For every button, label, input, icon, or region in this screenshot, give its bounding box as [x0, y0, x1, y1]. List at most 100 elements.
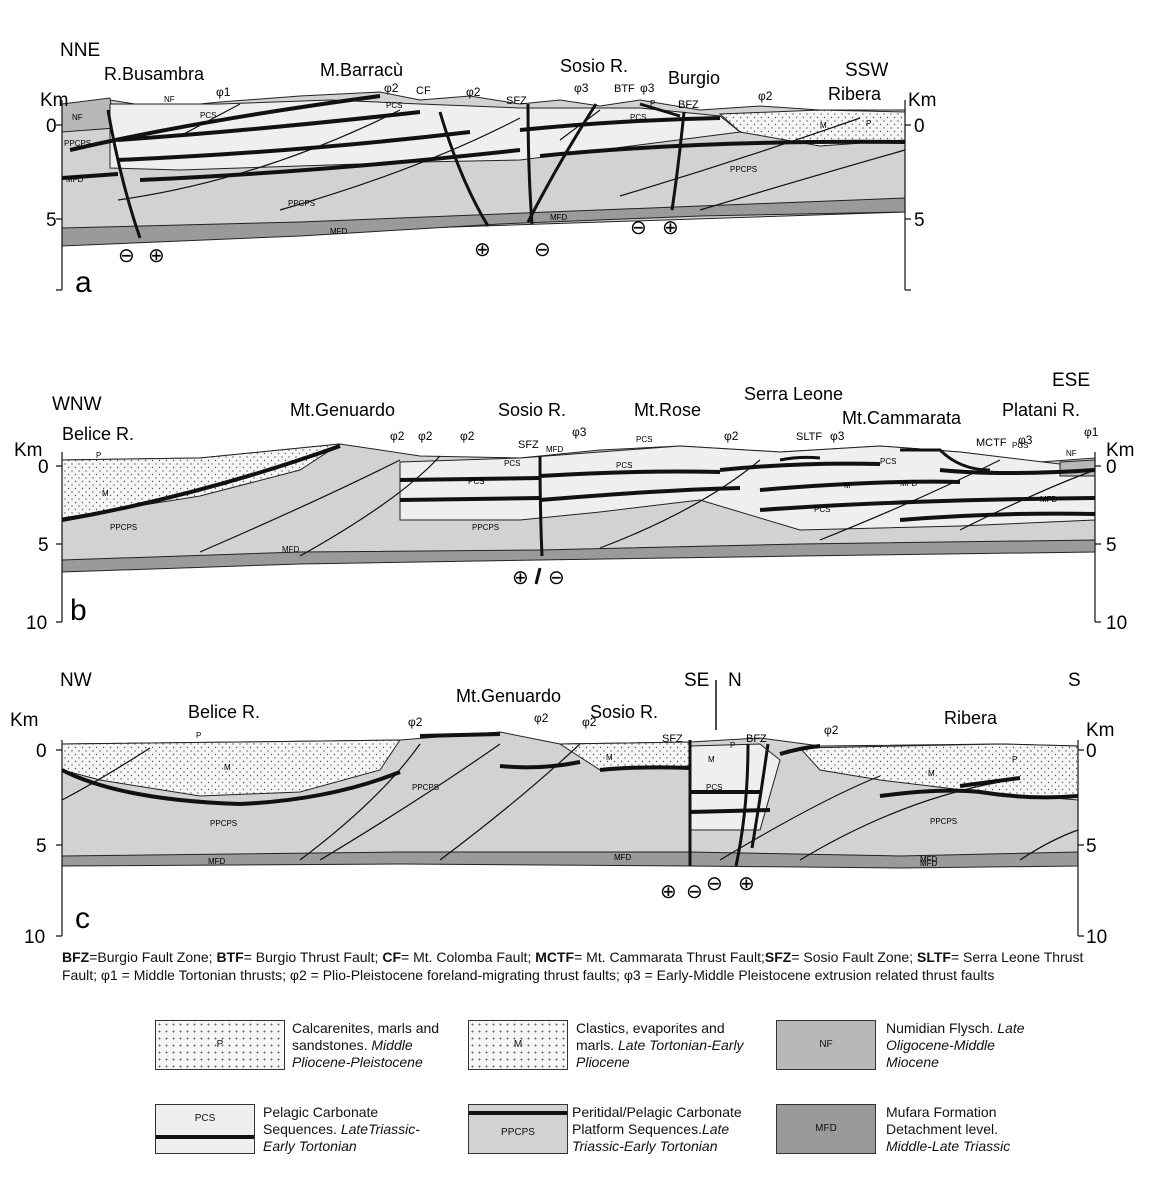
section-c-tick-10: 10: [24, 927, 45, 948]
section-a-unit-label: MFD: [66, 175, 84, 184]
section-b-unit-label: P: [96, 451, 101, 460]
section-b-right-scale: [1094, 452, 1101, 623]
section-c-unit-label: M: [224, 763, 231, 772]
legend-thick-band: [156, 1135, 254, 1139]
section-b-left-scale: [56, 452, 63, 623]
section-a-tick-5-right: 5: [914, 210, 925, 231]
section-c-thrust-label: φ2: [582, 715, 597, 729]
legend-text: Clastics, evaporites and marls.: [576, 1020, 725, 1053]
section-c-thrust-labels: φ2 φ2 φ2 φ2: [408, 711, 839, 737]
caption-definition: = Sosio Fault Zone;: [791, 949, 917, 965]
section-a-unit-left: Km: [40, 90, 69, 111]
section-a-unit-right: Km: [908, 90, 937, 111]
section-c-fault-label: BFZ: [746, 733, 767, 745]
section-a-unit-label: PPCPS: [730, 165, 757, 174]
legend-text: Pelagic Carbonate Sequences.: [263, 1104, 379, 1137]
section-a-fault-label: SFZ: [506, 95, 527, 107]
section-b-thrust-label: φ3: [1018, 433, 1033, 447]
section-a-fault-label: BTF: [614, 83, 635, 95]
section-c-unit-label: PPCPS: [930, 817, 957, 826]
section-c-unit-label: M: [708, 755, 715, 764]
section-b-right-direction: ESE: [1052, 370, 1090, 391]
legend-code: MFD: [815, 1123, 837, 1134]
section-c-unit-labels: P M PPCPS PPCPS MFD M M P PCS MFD MFD M …: [196, 731, 1017, 868]
section-a-unit-label: PPCPS: [64, 139, 91, 148]
section-c-unit-label: M: [606, 753, 613, 762]
section-c-right-direction: S: [1068, 670, 1081, 691]
section-b-fault-tick: [534, 567, 542, 585]
section-b-place: Mt.Genuardo: [290, 400, 395, 420]
section-b-thrust-label: φ3: [830, 429, 845, 443]
section-b-place: Platani R.: [1002, 400, 1080, 420]
legend-item-pcs: Pelagic Carbonate Sequences. LateTriassi…: [263, 1104, 443, 1155]
section-a-unit-label: PCS: [200, 111, 216, 120]
section-c-unit-label: MFD: [208, 857, 226, 866]
section-a-place: Ribera: [828, 84, 882, 104]
section-a-thrust-label: φ2: [384, 81, 399, 95]
section-a-motion-symbol: ⊕: [148, 245, 165, 267]
section-b-thrust-label: φ2: [390, 429, 405, 443]
legend-age: LateTriassic-Early Tortonian: [263, 1121, 420, 1154]
legend-code: PCS: [194, 1113, 216, 1124]
section-c-motion-symbol: ⊖: [686, 881, 703, 903]
legend-swatch-m: M: [468, 1020, 568, 1070]
section-b-unit-label: M: [102, 489, 109, 498]
section-a-unit-label: PCS: [386, 101, 402, 110]
section-c-left-direction: NW: [60, 670, 92, 691]
section-c-mid-right-direction: N: [728, 670, 742, 691]
section-a-thrust-label: φ3: [640, 81, 655, 95]
legend-swatch-ppcps: PPCPS: [468, 1104, 568, 1154]
section-b-left-direction: WNW: [52, 394, 102, 415]
section-c-place: Sosio R.: [590, 702, 658, 722]
section-b-letter: b: [70, 594, 87, 627]
caption-term: MCTF: [535, 949, 575, 965]
section-c-motion-symbol: ⊕: [738, 873, 755, 895]
section-b-unit-label: MFD: [546, 445, 564, 454]
section-b-motion-symbols: ⊕ ⊖: [512, 567, 565, 589]
section-a-motion-symbol: ⊕: [662, 217, 679, 239]
section-a-thrust-labels: φ1 φ2 φ2 φ3 φ3 φ2: [216, 81, 773, 103]
section-a-motion-symbol: ⊖: [118, 245, 135, 267]
section-a-motion-symbols: ⊖ ⊕ ⊕ ⊖ ⊖ ⊕: [118, 217, 679, 267]
section-a-motion-symbol: ⊖: [534, 239, 551, 261]
section-a-unit-label: PCS: [630, 113, 646, 122]
legend-age: Late Tortonian-Early Pliocene: [576, 1037, 744, 1070]
section-c-unit-label: MFD: [920, 855, 938, 864]
section-a-tick-0-right: 0: [914, 116, 925, 137]
section-c-place: Mt.Genuardo: [456, 686, 561, 706]
section-a-unit-label: MFD: [330, 227, 348, 236]
section-b-unit-label: PPCPS: [110, 523, 137, 532]
section-a-thrust-label: φ2: [466, 85, 481, 99]
section-c-unit-label: PCS: [706, 783, 722, 792]
section-b-tick-5-right: 5: [1106, 535, 1117, 556]
section-c-unit-right: Km: [1086, 720, 1115, 741]
section-a-left-scale: [56, 100, 63, 291]
section-b-place: Mt.Rose: [634, 400, 701, 420]
section-a-motion-symbol: ⊕: [474, 239, 491, 261]
legend-code: P: [216, 1039, 224, 1050]
section-c-unit-label: PPCPS: [412, 783, 439, 792]
section-c-thrust-label: φ2: [534, 711, 549, 725]
section-a-unit-labels: NF NF PCS PCS PCS P M P PPCPS PPCPS PPCP…: [64, 95, 871, 236]
section-c-letter: c: [75, 902, 90, 935]
section-b-unit-label: PCS: [636, 435, 652, 444]
section-a-place: Burgio: [668, 68, 720, 88]
legend-swatch-mfd: MFD: [776, 1104, 876, 1154]
section-c-tick-10-right: 10: [1086, 927, 1107, 948]
section-b-thrust-label: φ2: [418, 429, 433, 443]
section-b-thrust-label: φ2: [460, 429, 475, 443]
section-b-unit-label: PCS: [1012, 441, 1028, 450]
legend-item-ppcps: Peritidal/Pelagic Carbonate Platform Seq…: [572, 1104, 772, 1155]
legend-item-p: Calcarenites, marls and sandstones. Midd…: [292, 1020, 452, 1071]
caption-definition: = Burgio Thrust Fault;: [243, 949, 383, 965]
section-b-thrust-labels: φ2 φ2 φ2 φ3 φ2 φ3 φ3 φ1: [390, 425, 1099, 447]
legend-item-nf: Numidian Flysch. Late Oligocene-Middle M…: [886, 1020, 1036, 1071]
legend-age: Late Triassic-Early Tortonian: [572, 1121, 730, 1154]
section-c-thrust-label: φ2: [824, 723, 839, 737]
section-b-thrust-label: φ1: [1084, 425, 1099, 439]
section-b-tick-0-right: 0: [1106, 457, 1117, 478]
section-a-right-scale: [904, 100, 911, 291]
section-c-unit-label: MFD: [920, 859, 938, 868]
section-a-place: R.Busambra: [104, 64, 205, 84]
